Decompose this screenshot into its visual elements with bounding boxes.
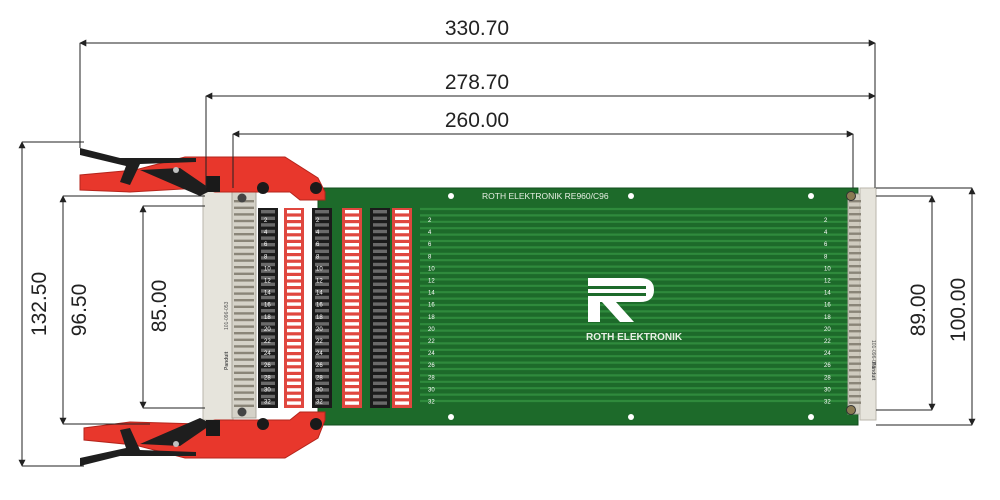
dim-board-width: 278.70 [445,71,509,94]
row-number: 6 [316,242,320,248]
row-number: 8 [824,254,828,260]
row-number: 14 [316,291,323,297]
dim-right-pin-height: 89.00 [907,284,930,337]
row-number: 30 [264,387,271,393]
row-number: 6 [428,242,432,248]
row-number: 4 [264,230,268,236]
dim-right-board-height: 100.00 [947,278,970,342]
row-number: 2 [316,218,320,224]
row-number: 16 [264,303,271,309]
dim-connector-span: 260.00 [445,109,509,132]
right-connector-code: 101-096-053 [870,340,876,369]
row-number: 32 [428,400,435,406]
row-number: 2 [824,218,828,224]
logo-text: ROTH ELEKTRONIK [586,332,683,343]
row-number: 22 [316,339,323,345]
dim-overall-width: 330.70 [445,17,509,40]
board-label: ROTH ELEKTRONIK RE960/C96 [482,191,609,201]
row-number: 24 [316,351,323,357]
row-number: 24 [824,351,831,357]
row-number: 26 [316,363,323,369]
row-number: 28 [264,375,271,381]
row-number: 32 [316,400,323,406]
row-number: 28 [428,375,435,381]
mounting-holes [448,193,814,420]
row-number: 32 [824,400,831,406]
pcb-traces [420,207,848,403]
row-number: 18 [428,315,435,321]
row-number: 4 [316,230,320,236]
row-number: 18 [824,315,831,321]
row-number: 12 [428,279,435,285]
row-number: 8 [428,254,432,260]
roth-logo: ROTH ELEKTRONIK [586,278,683,343]
row-number: 12 [824,279,831,285]
row-number: 18 [316,315,323,321]
row-number: 4 [824,230,828,236]
row-number: 24 [264,351,271,357]
row-number: 30 [316,387,323,393]
row-number: 2 [264,218,268,224]
right-connector: 101-096-053 Panduit [846,187,877,421]
left-connector-code: 101-096-053 [224,301,230,330]
row-number: 20 [428,327,435,333]
row-number: 6 [264,242,268,248]
row-number: 8 [316,254,320,260]
dip-switch-banks [258,208,412,408]
row-number: 28 [316,375,323,381]
row-number: 18 [264,315,271,321]
row-number: 22 [428,339,435,345]
row-number: 16 [428,303,435,309]
row-number: 30 [428,387,435,393]
dim-left-connector-height: 96.50 [68,284,91,337]
dim-left-pin-height: 85.00 [148,280,171,333]
row-number: 14 [264,291,271,297]
row-number: 10 [264,266,271,272]
row-number: 22 [264,339,271,345]
row-number: 20 [824,327,831,333]
row-number: 16 [824,303,831,309]
row-number: 2 [428,218,432,224]
top-ejector-handle [79,148,326,201]
left-connector-brand: Panduit [224,351,230,370]
row-number: 26 [428,363,435,369]
row-number: 16 [316,303,323,309]
row-number: 26 [824,363,831,369]
dim-handle-height: 132.50 [28,272,51,336]
row-number: 10 [316,266,323,272]
row-number: 14 [428,291,435,297]
dimension-lines [18,39,976,467]
row-number: 8 [264,254,268,260]
row-number: 6 [824,242,828,248]
row-number: 24 [428,351,435,357]
row-number: 32 [264,400,271,406]
row-number: 12 [316,279,323,285]
row-number: 10 [428,266,435,272]
row-number: 14 [824,291,831,297]
row-number: 12 [264,279,271,285]
row-number: 26 [264,363,271,369]
row-number: 20 [316,327,323,333]
row-number: 30 [824,387,831,393]
row-number: 10 [824,266,831,272]
row-number: 20 [264,327,271,333]
bottom-ejector-handle [80,411,326,466]
row-number: 28 [824,375,831,381]
row-number: 22 [824,339,831,345]
row-number: 4 [428,230,432,236]
right-connector-brand: Panduit [870,362,876,381]
left-connector: 101-096-053 Panduit [202,187,257,421]
